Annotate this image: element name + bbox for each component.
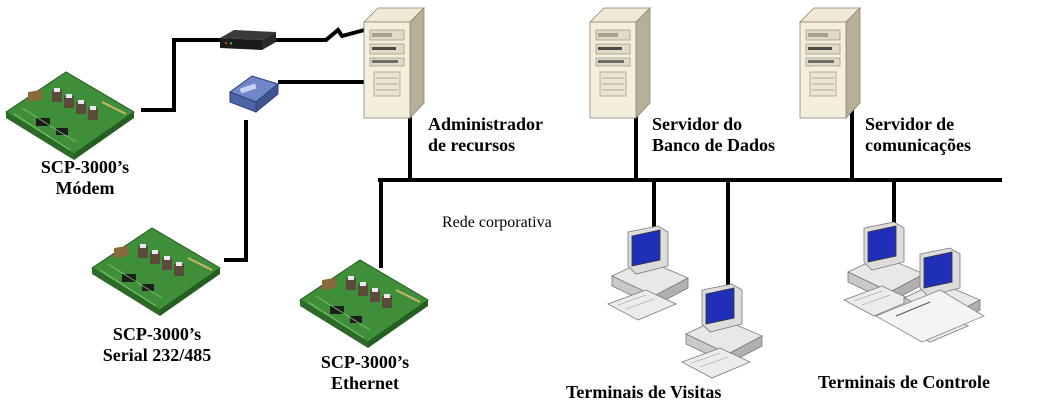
- serial-link-line: [224, 120, 248, 262]
- scp-serial-label: SCP-3000’s Serial 232/485: [82, 324, 232, 366]
- scp-ethernet-label: SCP-3000’s Ethernet: [300, 352, 430, 394]
- scp-modem-label-line1: SCP-3000’s: [40, 157, 130, 177]
- scp-modem-label-line2: Módem: [55, 178, 115, 198]
- scp-modem-board-icon: [5, 71, 135, 161]
- admin-server-icon: [363, 7, 425, 119]
- scp-modem-label: SCP-3000’s Módem: [20, 157, 150, 199]
- admin-server-label-line1: Administrador: [428, 114, 544, 134]
- db-server-icon: [589, 7, 651, 119]
- scp-ethernet-board-icon: [299, 259, 429, 349]
- modem-to-server-line: [270, 26, 373, 42]
- terminals-control-label: Terminais de Controle: [818, 372, 991, 392]
- db-server-label-line1: Servidor do: [652, 114, 743, 134]
- scp-ethernet-label-line1: SCP-3000’s: [320, 352, 410, 372]
- visit-terminal-2-icon: [681, 283, 763, 379]
- comm-server-label-line2: comunicações: [865, 135, 971, 155]
- scp-serial-board-icon: [91, 227, 221, 317]
- admin-server-label-line2: de recursos: [428, 135, 516, 155]
- network-label: Rede corporativa: [442, 214, 552, 231]
- visit-terminal-1-icon: [607, 225, 689, 321]
- comm-server-label: Servidor de comunicações: [865, 114, 971, 156]
- comm-server-icon: [799, 7, 861, 119]
- admin-server-label: Administrador de recursos: [428, 114, 543, 156]
- modem-link-line: [141, 38, 220, 112]
- scp-ethernet-label-line2: Ethernet: [331, 373, 399, 393]
- tablet-pad-icon: [875, 289, 985, 343]
- db-server-label-line2: Banco de Dados: [652, 135, 776, 155]
- comm-server-label-line1: Servidor de: [865, 114, 955, 134]
- serial-converter-icon: [228, 75, 280, 114]
- db-server-label: Servidor do Banco de Dados: [652, 114, 775, 156]
- modem-icon: [220, 30, 276, 50]
- scp-serial-label-line1: SCP-3000’s: [112, 324, 202, 344]
- network-lines: [141, 26, 1002, 290]
- terminals-visit-label: Terminais de Visitas: [566, 382, 722, 402]
- scp-serial-label-line2: Serial 232/485: [102, 345, 212, 365]
